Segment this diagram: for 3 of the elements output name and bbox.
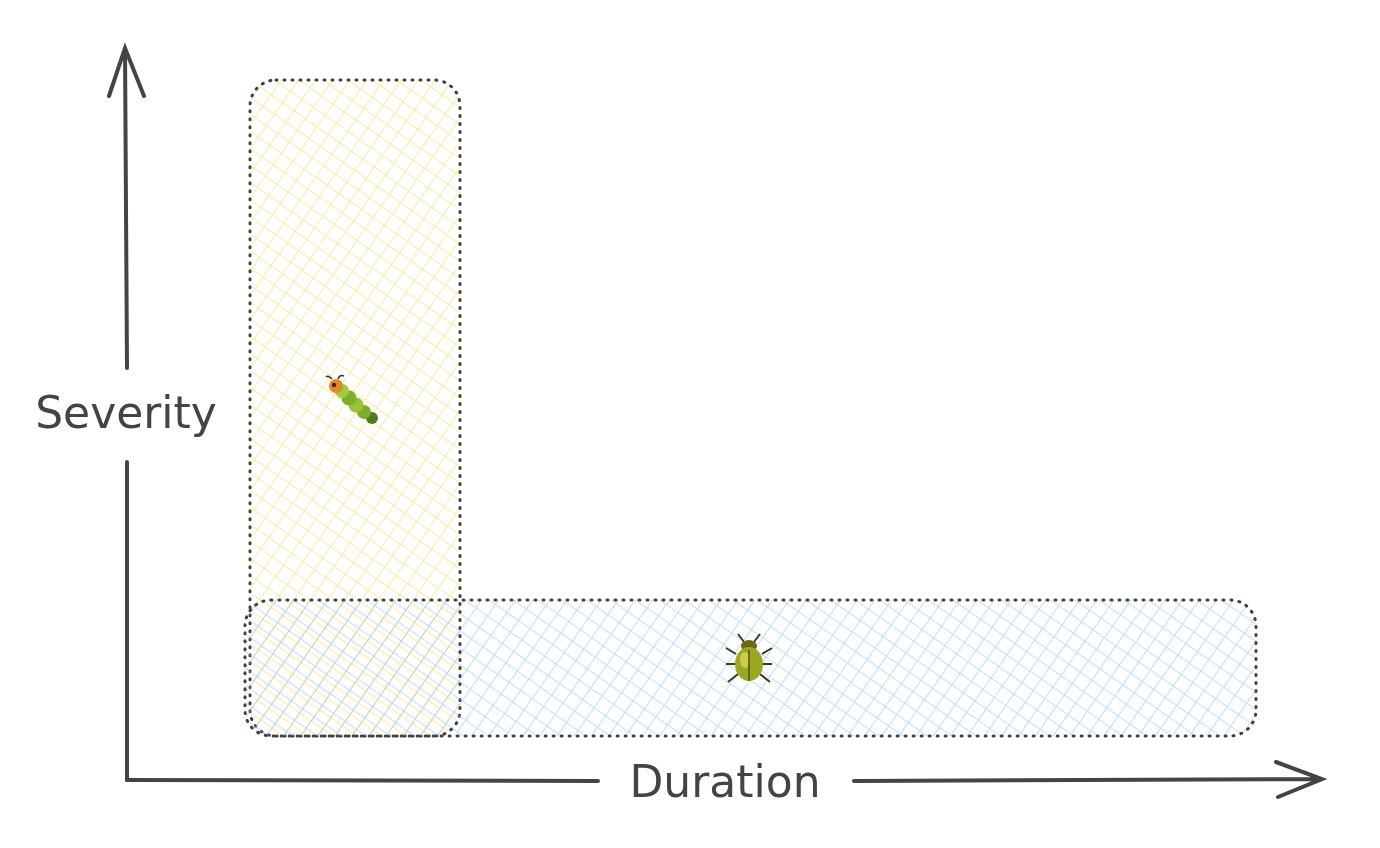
axis-label: Duration (628, 755, 822, 809)
hatched-region (243, 598, 1258, 738)
axis-label: Severity (34, 386, 218, 440)
